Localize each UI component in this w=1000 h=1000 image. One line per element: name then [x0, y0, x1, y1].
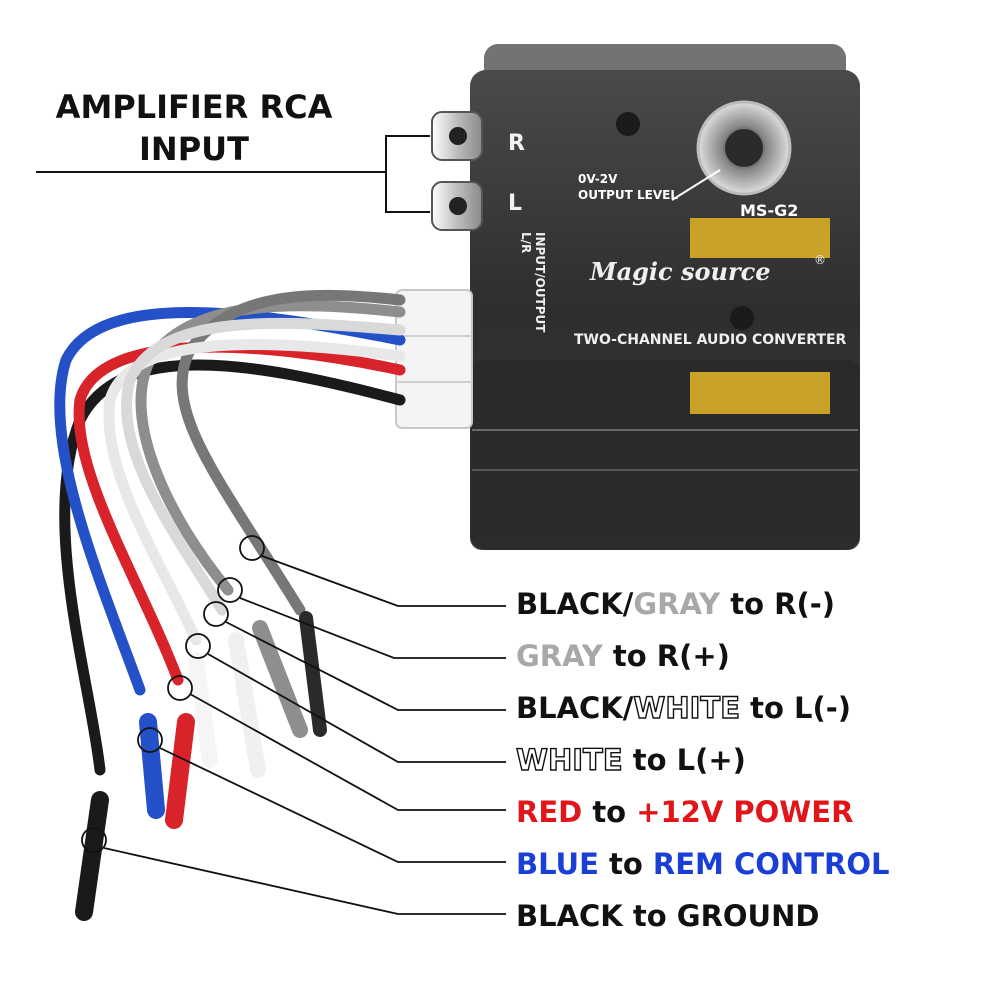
brand-registered-mark: ® [814, 253, 826, 267]
rca-label-r: R [508, 131, 525, 156]
wire-black-ground-tip [75, 791, 109, 921]
wire-connector [395, 289, 473, 429]
leader-gray [239, 597, 506, 659]
knob-pointer-line [671, 169, 721, 201]
capacitor-bottom [690, 372, 830, 414]
wire-white-tip [188, 652, 218, 768]
wire-label-list: BLACK/GRAY to R(-) GRAY to R(+) BLACK/WH… [515, 587, 889, 933]
wire-label-ground: BLACK to GROUND [516, 899, 819, 933]
wire-label-blue: BLUE to REM CONTROL [516, 847, 889, 881]
wire-label-black-gray: BLACK/GRAY to R(-) [516, 587, 835, 621]
wire-white [103, 338, 406, 646]
leader-white [207, 653, 506, 763]
rca-label-l: L [508, 191, 522, 216]
wire-black-white [120, 317, 406, 616]
wire-label-black-white: BLACK/WHITE to L(-) [516, 691, 851, 725]
callout-circle-gray [217, 577, 243, 603]
port-label-lr: L/R [519, 232, 533, 253]
wire-black-gray-tip [299, 611, 327, 737]
wire-label-white: WHITE to L(+) [516, 743, 746, 777]
rca-jack-l [431, 181, 483, 231]
wire-blue-rem [54, 307, 406, 696]
callout-circle-black-white [203, 601, 229, 627]
leader-blue [159, 747, 506, 863]
callout-circle-blue [137, 727, 163, 753]
converter-device: R L 0V-2V OUTPUT LEVEL MS-G2 Magic sourc… [395, 44, 860, 550]
model-label: MS-G2 [740, 201, 798, 220]
callout-circle-red [167, 675, 193, 701]
rca-bracket-leader [36, 135, 430, 213]
callout-circle-white [185, 633, 211, 659]
device-subtitle: TWO-CHANNEL AUDIO CONVERTER [574, 332, 847, 348]
wire-label-red: RED to +12V POWER [516, 795, 853, 829]
port-label: INPUT/OUTPUT [533, 232, 547, 333]
leader-red [189, 693, 506, 811]
leader-black-white [225, 621, 506, 711]
screw-hole [616, 112, 640, 136]
screw-hole-lower [730, 306, 754, 330]
wire-red-power-tip [165, 713, 195, 829]
output-level-label: OUTPUT LEVEL [578, 188, 678, 202]
wire-black-ground [59, 359, 406, 776]
callout-leaders [81, 535, 506, 915]
rca-jack-r [431, 111, 483, 161]
leader-black-gray [261, 555, 506, 607]
output-level-range: 0V-2V [578, 172, 618, 186]
wire-gray-tip [252, 620, 308, 738]
capacitor-top [690, 218, 830, 258]
brand-logo: Magic source [589, 257, 770, 286]
leader-ground [103, 847, 506, 915]
title-line-1: AMPLIFIER RCA [56, 88, 333, 126]
callout-circle-black-gray [239, 535, 265, 561]
callout-circle-ground [81, 827, 107, 853]
wire-label-gray: GRAY to R(+) [516, 639, 730, 673]
wire-black-white-tip [228, 632, 266, 778]
wire-harness [54, 289, 406, 921]
wire-blue-rem-tip [139, 713, 165, 819]
title-line-2: INPUT [139, 130, 249, 168]
output-level-knob [696, 100, 792, 196]
